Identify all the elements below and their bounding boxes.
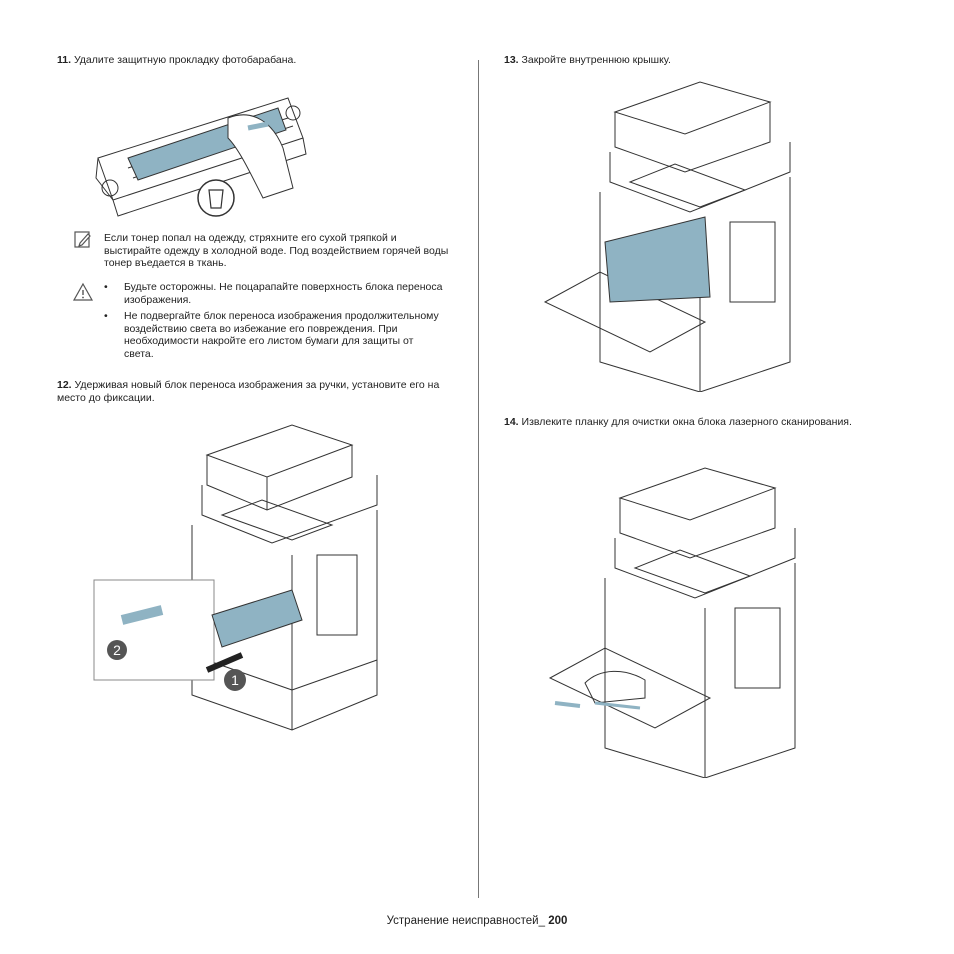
caution-item: Не подвергайте блок переноса изображения… [100, 310, 445, 360]
caution-list: Будьте осторожны. Не поцарапайте поверхн… [100, 281, 445, 360]
step-text: Извлеките планку для очистки окна блока … [521, 416, 852, 428]
page-footer: Устранение неисправностей_ 200 [0, 915, 954, 927]
step-number: 11. [57, 54, 72, 66]
warning-triangle-icon [72, 282, 94, 301]
step-13: 13. Закройте внутреннюю крышку. [504, 54, 904, 67]
printer-illustration-step13 [543, 81, 791, 392]
note-pencil-icon [74, 231, 91, 248]
step-text: Удалите защитную прокладку фотобарабана. [73, 54, 297, 66]
step-11: 11. Удалите защитную прокладку фотобараб… [57, 54, 457, 67]
step-text: Закройте внутреннюю крышку. [521, 54, 671, 66]
step-number: 12. [57, 379, 72, 391]
callout-1: 1 [231, 672, 239, 688]
page-number: 200 [548, 915, 568, 927]
drum-illustration [95, 97, 307, 217]
step-number: 14. [504, 416, 519, 428]
step-text: Удерживая новый блок переноса изображени… [57, 379, 440, 404]
column-divider [478, 60, 479, 898]
note-text: Если тонер попал на одежду, стряхните ег… [104, 232, 449, 269]
caution-item: Будьте осторожны. Не поцарапайте поверхн… [100, 281, 445, 306]
footer-label: Устранение неисправностей_ [386, 915, 545, 927]
printer-illustration-step14 [548, 467, 796, 778]
printer-illustration-step12: 2 1 [93, 424, 378, 731]
callout-2: 2 [113, 642, 121, 658]
step-12: 12. Удерживая новый блок переноса изобра… [57, 379, 452, 405]
step-14: 14. Извлеките планку для очистки окна бл… [504, 416, 924, 429]
step-number: 13. [504, 54, 519, 66]
